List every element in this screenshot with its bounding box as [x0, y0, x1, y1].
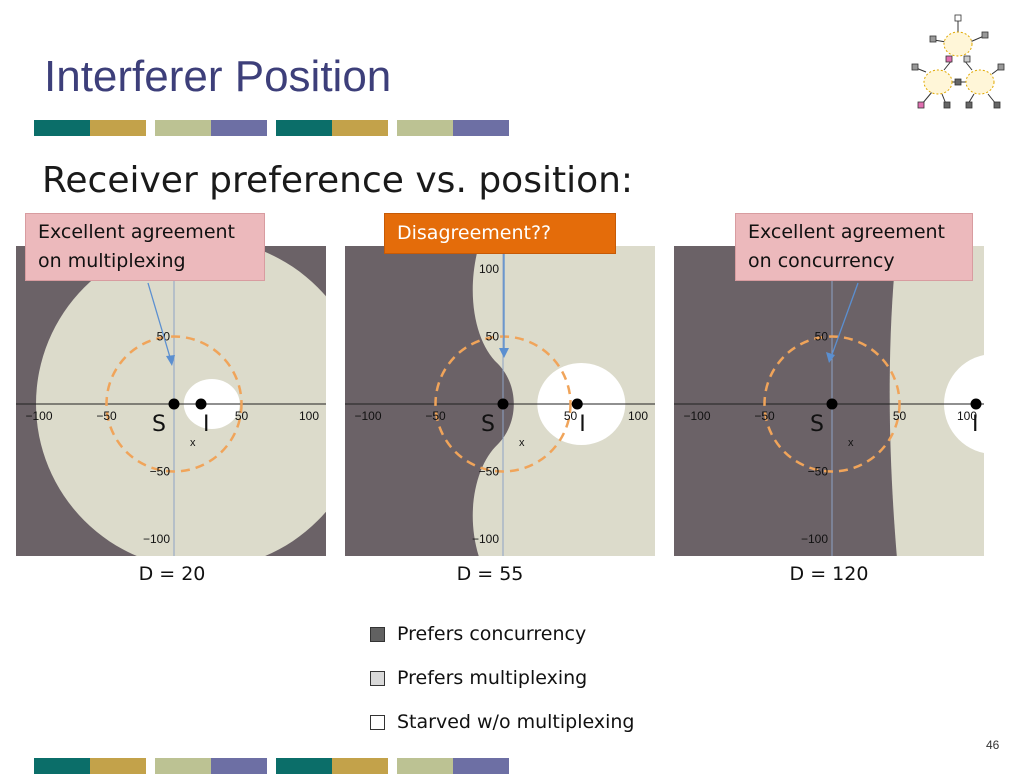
interferer-dot — [970, 398, 982, 410]
distance-label-d120: D = 120 — [789, 563, 869, 585]
legend-swatch — [370, 670, 385, 686]
x-tick-label: 50 — [893, 409, 907, 423]
x-tick-label: −50 — [425, 409, 446, 423]
y-tick-label: 100 — [479, 262, 499, 276]
interferer-label: I — [203, 412, 210, 437]
interferer-label: I — [579, 412, 586, 437]
interferer-dot — [195, 398, 207, 410]
distance-label-d20: D = 20 — [138, 563, 206, 585]
y-tick-label: −100 — [801, 532, 828, 546]
slide-title: Interferer Position — [44, 52, 392, 101]
legend-label: Prefers concurrency — [397, 623, 587, 645]
interferer-dot — [571, 398, 583, 410]
bottom-stripe — [34, 758, 982, 774]
range-circle — [105, 335, 243, 473]
legend-label: Starved w/o multiplexing — [397, 711, 635, 733]
callout-disagreement: Disagreement?? — [384, 213, 616, 254]
sender-dot — [168, 398, 180, 410]
multiplexing-region — [36, 246, 326, 556]
plot-d20: −100 −50 50 100 50 −50 −100 x S I — [16, 246, 326, 556]
x-tick-label: 50 — [235, 409, 249, 423]
legend-item-multiplexing: Prefers multiplexing — [370, 656, 634, 700]
sender-dot — [497, 398, 509, 410]
legend-label: Prefers multiplexing — [397, 667, 588, 689]
x-axis-label: x — [519, 437, 525, 449]
range-circle — [434, 335, 572, 473]
page-number: 46 — [986, 738, 1000, 752]
legend-swatch — [370, 626, 385, 642]
callout-concurrency-agreement: Excellent agreement on concurrency — [735, 213, 973, 281]
y-tick-label: −50 — [479, 465, 500, 479]
y-tick-label: 50 — [486, 330, 500, 344]
plot-d55: −100 −50 50 100 100 50 −50 −100 x S I — [345, 246, 655, 556]
legend-swatch — [370, 714, 385, 730]
x-axis-label: x — [848, 437, 854, 449]
y-tick-label: 50 — [815, 330, 829, 344]
interferer-label: I — [972, 412, 979, 437]
x-tick-label: −100 — [683, 409, 710, 423]
x-tick-label: 100 — [957, 409, 977, 423]
top-stripe — [34, 120, 982, 136]
sender-dot — [826, 398, 838, 410]
callout-line: Excellent agreement — [748, 221, 945, 243]
x-axis-label: x — [190, 437, 196, 449]
callout-line: Excellent agreement — [38, 221, 235, 243]
x-tick-label: −100 — [25, 409, 52, 423]
x-tick-label: 100 — [628, 409, 648, 423]
x-tick-label: 100 — [299, 409, 319, 423]
legend: Prefers concurrency Prefers multiplexing… — [370, 612, 634, 744]
section-heading: Receiver preference vs. position: — [42, 160, 634, 201]
y-tick-label: −100 — [472, 532, 499, 546]
plot-d120: −100 −50 50 100 50 −50 −100 x S I — [674, 246, 984, 556]
sender-label: S — [481, 412, 495, 437]
sender-label: S — [152, 412, 166, 437]
legend-item-starved: Starved w/o multiplexing — [370, 700, 634, 744]
y-tick-label: −50 — [808, 465, 829, 479]
x-tick-label: −50 — [754, 409, 775, 423]
distance-label-d55: D = 55 — [456, 563, 524, 585]
x-tick-label: −50 — [96, 409, 117, 423]
network-logo-icon — [908, 12, 1008, 112]
y-tick-label: −100 — [143, 532, 170, 546]
x-tick-label: 50 — [564, 409, 578, 423]
sender-label: S — [810, 412, 824, 437]
legend-item-concurrency: Prefers concurrency — [370, 612, 634, 656]
callout-multiplexing-agreement: Excellent agreement on multiplexing — [25, 213, 265, 281]
y-tick-label: −50 — [150, 465, 171, 479]
callout-line: on multiplexing — [38, 250, 186, 272]
callout-line: on concurrency — [748, 250, 895, 272]
y-tick-label: 50 — [157, 330, 171, 344]
multiplexing-region — [889, 246, 984, 556]
x-tick-label: −100 — [354, 409, 381, 423]
